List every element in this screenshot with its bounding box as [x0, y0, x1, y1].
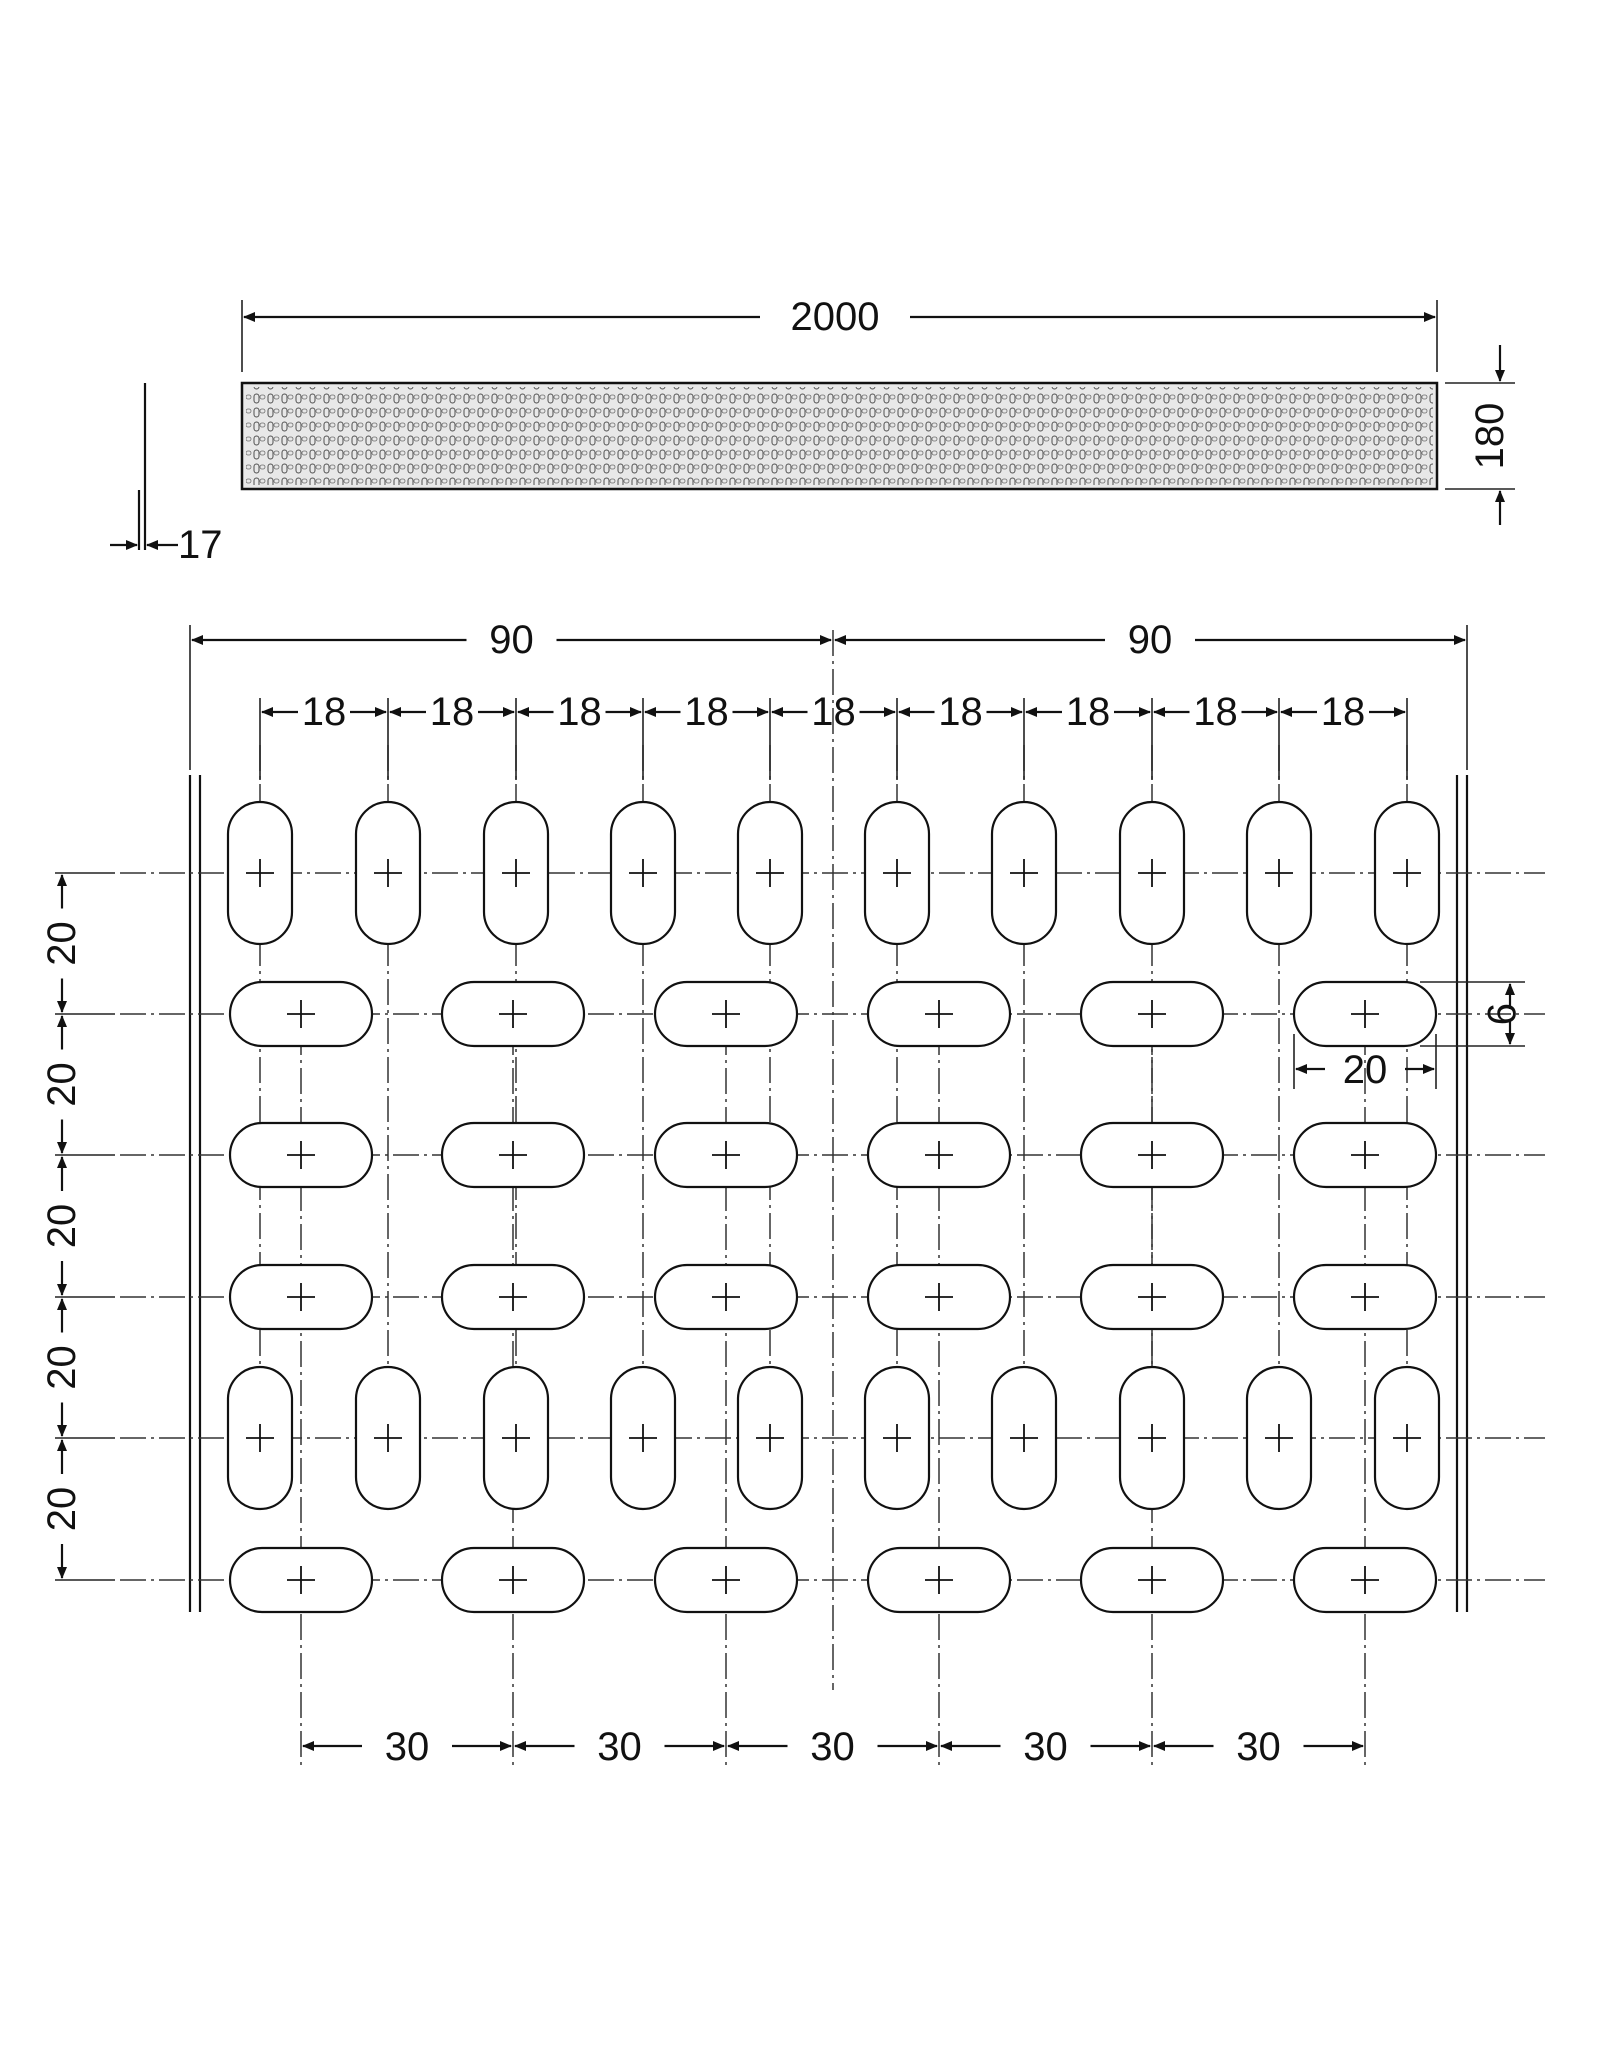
- row-pitch-label: 20: [40, 1204, 84, 1249]
- thickness-label: 17: [178, 523, 223, 567]
- perforation-detail: [120, 630, 1545, 1765]
- vertical-pitch-label: 18: [430, 690, 475, 734]
- length-label: 2000: [791, 295, 880, 339]
- strip-front-view: [240, 381, 1439, 491]
- horizontal-pitch-label: 30: [1236, 1725, 1281, 1769]
- horizontal-pitch-label: 30: [1023, 1725, 1068, 1769]
- height-label: 180: [1468, 403, 1512, 470]
- half-width-label: 90: [1128, 618, 1173, 662]
- vertical-pitch-label: 18: [1066, 690, 1111, 734]
- slot-width-label: 9: [1479, 1003, 1523, 1025]
- row-pitch-label: 20: [40, 1487, 84, 1532]
- vertical-pitch-label: 18: [1321, 690, 1366, 734]
- height-dimension: 180: [1445, 345, 1515, 525]
- vertical-pitch-label: 18: [557, 690, 602, 734]
- vertical-pitch-label: 18: [1193, 690, 1238, 734]
- vertical-pitch-label: 18: [938, 690, 983, 734]
- horizontal-pitch-label: 30: [597, 1725, 642, 1769]
- row-pitch-label: 20: [40, 921, 84, 966]
- detail-dimensions: 90 90 18 18 18 18 18 18 18 18 18 30 30 30 30 30 20 20 20 20…: [40, 618, 1525, 1769]
- side-view: 17: [110, 383, 223, 567]
- half-width-label: 90: [489, 618, 534, 662]
- length-dimension: 2000: [241, 295, 1438, 372]
- slot-length-label: 20: [1343, 1048, 1388, 1092]
- vertical-pitch-label: 18: [684, 690, 729, 734]
- vertical-pitch-label: 18: [302, 690, 347, 734]
- horizontal-pitch-label: 30: [810, 1725, 855, 1769]
- row-pitch-label: 20: [40, 1345, 84, 1390]
- row-pitch-label: 20: [40, 1062, 84, 1107]
- vertical-pitch-label: 18: [811, 690, 856, 734]
- horizontal-pitch-label: 30: [385, 1725, 430, 1769]
